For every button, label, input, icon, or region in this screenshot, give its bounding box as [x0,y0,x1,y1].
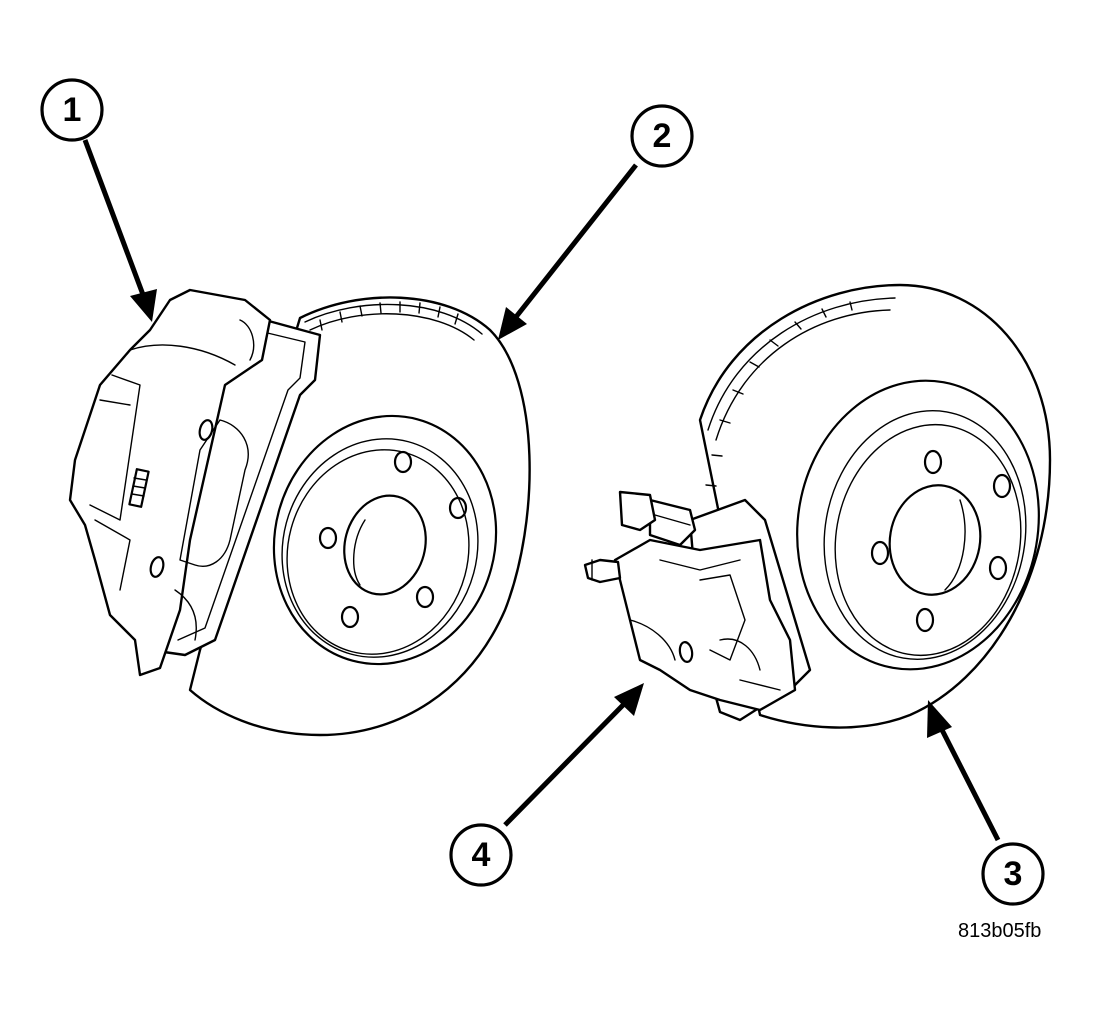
callout-4-label: 4 [472,836,491,874]
callout-3-label: 3 [1004,855,1023,893]
callout-1: 1 [40,78,104,142]
leader-line-1 [82,139,157,322]
rear-brake-caliper [583,490,812,722]
callout-4: 4 [449,823,513,887]
rear-rotor-vent-marks [705,301,853,487]
callout-3: 3 [981,842,1045,906]
front-rotor-lug-holes [318,450,468,629]
figure-id: 813b05fb [958,920,1041,942]
leader-line-4 [503,683,644,827]
front-brake-caliper [68,288,322,677]
leader-line-3 [927,700,1001,842]
callout-2: 2 [630,104,694,168]
rear-rotor-lug-holes [870,449,1012,633]
front-rotor-vent-marks [319,301,459,331]
callout-1-label: 1 [63,91,82,129]
callout-2-label: 2 [653,117,672,155]
leader-line-2 [498,163,638,340]
